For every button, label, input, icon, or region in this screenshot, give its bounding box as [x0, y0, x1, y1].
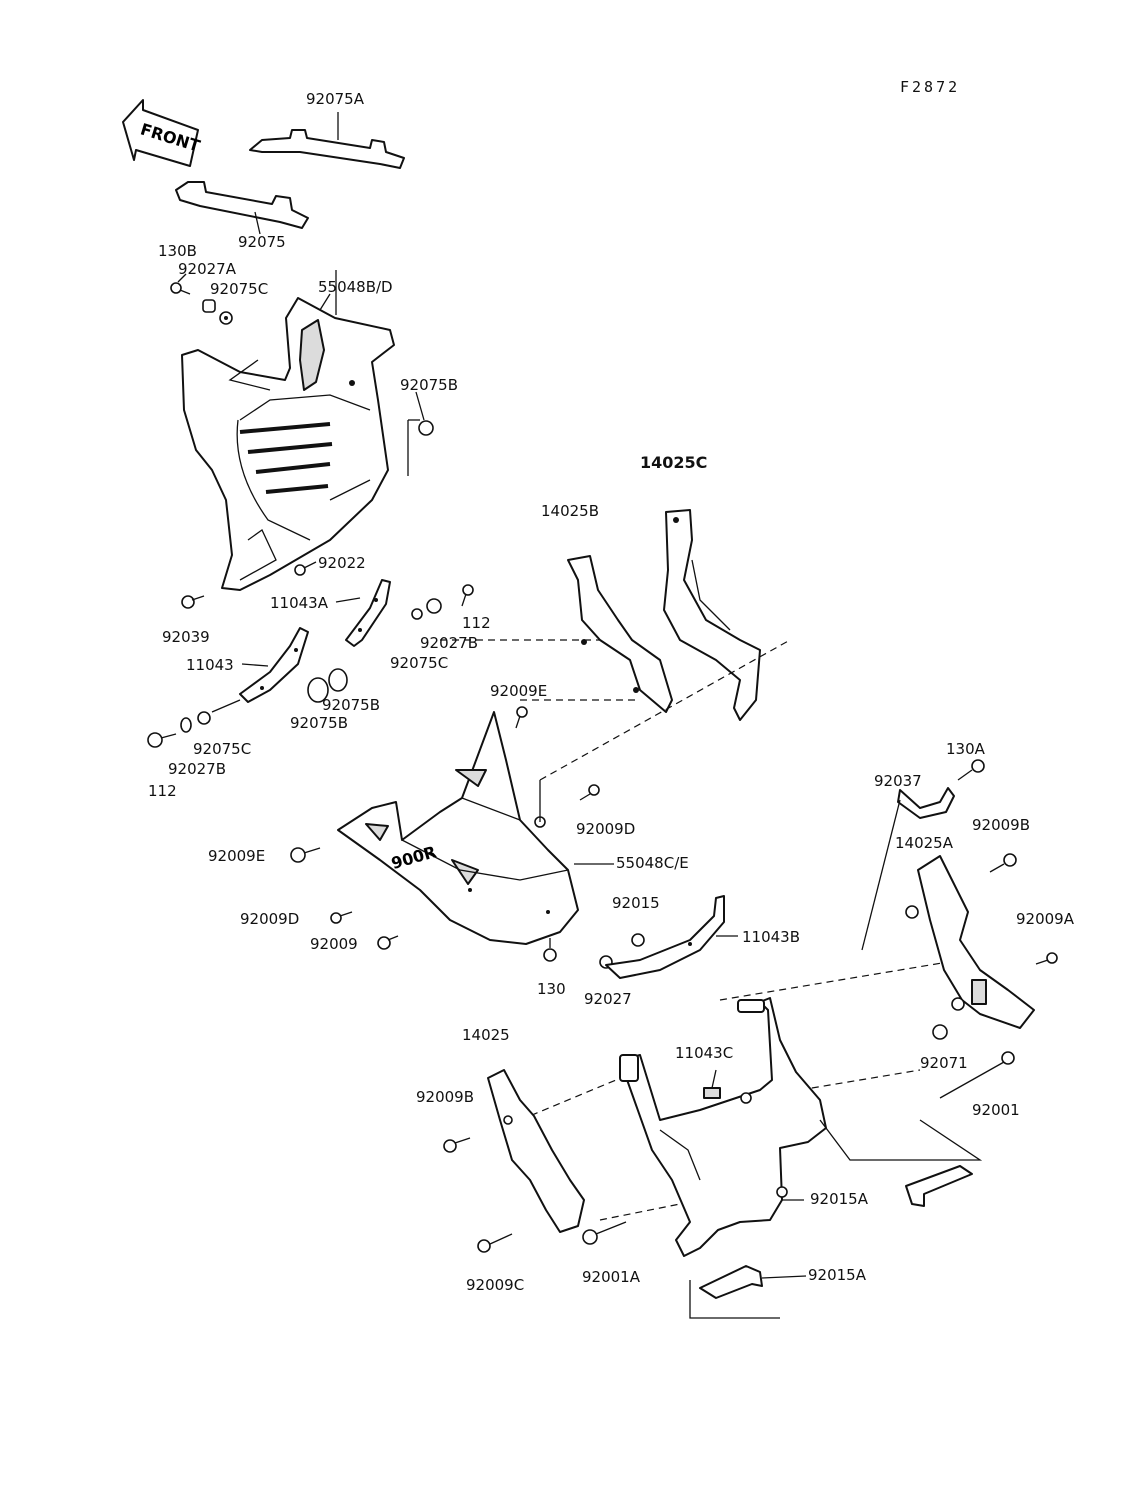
label-92015a-right: 92015A — [810, 1190, 868, 1208]
label-92009d-right: 92009D — [576, 820, 636, 838]
part-92037-clamp — [861, 787, 955, 951]
part-11043b-bracket — [605, 895, 725, 979]
front-arrow-icon: FRONT — [122, 99, 202, 167]
label-leader-lines — [177, 273, 983, 1279]
label-14025c: 14025C — [640, 453, 708, 472]
label-92001a: 92001A — [582, 1268, 640, 1286]
nut-92015-icon — [631, 933, 645, 947]
part-11043a-bracket — [345, 579, 391, 647]
label-92027: 92027 — [584, 990, 632, 1008]
part-14025c-bracket — [663, 509, 761, 721]
grommet-92027a-icon — [202, 299, 216, 313]
label-92075a: 92075A — [306, 90, 364, 108]
part-14025a-bracket — [905, 855, 1035, 1029]
bolt-92001-icon — [939, 1051, 1015, 1099]
bolt-130a-icon — [957, 759, 985, 781]
label-92075b-top: 92075B — [400, 376, 459, 394]
label-92009c: 92009C — [466, 1276, 525, 1294]
label-92015: 92015 — [612, 894, 660, 912]
label-92009e-top: 92009E — [490, 682, 548, 700]
label-92075: 92075 — [238, 233, 286, 251]
drawing-code: F2872 — [900, 78, 961, 96]
label-92009d-left: 92009D — [240, 910, 300, 928]
screw-92009d-left-icon — [330, 911, 353, 924]
label-55048ce: 55048C/E — [616, 854, 689, 872]
part-55048bd-fairing — [181, 270, 420, 591]
label-92009b-left: 92009B — [416, 1088, 475, 1106]
label-11043b: 11043B — [742, 928, 801, 946]
label-92075c-low: 92075C — [193, 740, 252, 758]
grommet-92027b-low-icon — [180, 717, 192, 733]
part-11043c-frame — [619, 997, 827, 1257]
label-92022: 92022 — [318, 554, 366, 572]
part-55048ce-fairing: 900R — [337, 711, 579, 945]
screw-92009e-left-icon — [290, 847, 321, 863]
bolt-92009c-icon — [477, 1233, 513, 1253]
label-92075c-top: 92075C — [210, 280, 269, 298]
damper-92075b-mid-icon — [307, 668, 348, 703]
screw-92039-icon — [181, 595, 205, 609]
label-92001: 92001 — [972, 1101, 1020, 1119]
grommet-92027b-top-icon — [426, 598, 442, 614]
screw-130-icon — [543, 938, 557, 962]
label-55048bd: 55048B/D — [318, 278, 393, 296]
label-11043a: 11043A — [270, 594, 328, 612]
label-92039: 92039 — [162, 628, 210, 646]
part-14025b-bracket — [567, 555, 673, 713]
label-130a: 130A — [946, 740, 985, 758]
bolt-112-top-icon — [461, 584, 474, 607]
collar-92075c-low-icon — [197, 711, 211, 725]
collar-92075c-icon — [219, 311, 233, 325]
damper-92075b-top-icon — [418, 420, 434, 436]
screw-92009d-right-icon — [579, 784, 600, 801]
label-11043: 11043 — [186, 656, 234, 674]
screw-92009e-top-icon — [515, 706, 528, 729]
label-14025a: 14025A — [895, 834, 953, 852]
label-92075b-mid1: 92075B — [322, 696, 381, 714]
label-92071: 92071 — [920, 1054, 968, 1072]
screw-92009b-left-icon — [443, 1137, 471, 1153]
label-112-low: 112 — [148, 782, 177, 800]
collar-92075c-mid-icon — [411, 608, 423, 620]
nut-92022-icon — [294, 564, 306, 576]
label-11043c: 11043C — [675, 1044, 734, 1062]
screw-92009a-icon — [1035, 952, 1058, 965]
screw-92009b-right-icon — [989, 853, 1017, 873]
label-92009: 92009 — [310, 935, 358, 953]
part-92015a-clip-bottom — [689, 1265, 780, 1319]
label-92015a-bottom: 92015A — [808, 1266, 866, 1284]
label-92027b-low: 92027B — [168, 760, 227, 778]
screw-92009-icon — [377, 935, 399, 950]
label-92037: 92037 — [874, 772, 922, 790]
label-92009a: 92009A — [1016, 910, 1074, 928]
bolt-92001a-icon — [582, 1221, 627, 1245]
part-92015a-clip-right — [905, 1165, 973, 1207]
label-92027a: 92027A — [178, 260, 236, 278]
label-92009e-left: 92009E — [208, 847, 266, 865]
label-92009b-right: 92009B — [972, 816, 1031, 834]
part-11043-bracket — [239, 627, 309, 703]
label-14025: 14025 — [462, 1026, 510, 1044]
label-92075b-mid2: 92075B — [290, 714, 349, 732]
label-130b: 130B — [158, 242, 197, 260]
part-92075-bracket — [175, 181, 309, 235]
label-92027b-top: 92027B — [420, 634, 479, 652]
bolt-112-low-icon — [147, 732, 177, 748]
label-112-top: 112 — [462, 614, 491, 632]
label-130: 130 — [537, 980, 566, 998]
label-14025b: 14025B — [541, 502, 600, 520]
label-92075c-mid: 92075C — [390, 654, 449, 672]
part-92075a-bracket — [249, 112, 405, 169]
part-14025-bracket — [487, 1069, 585, 1233]
nut-92071-icon — [932, 1024, 948, 1040]
fastener-130b-icon — [170, 282, 191, 295]
